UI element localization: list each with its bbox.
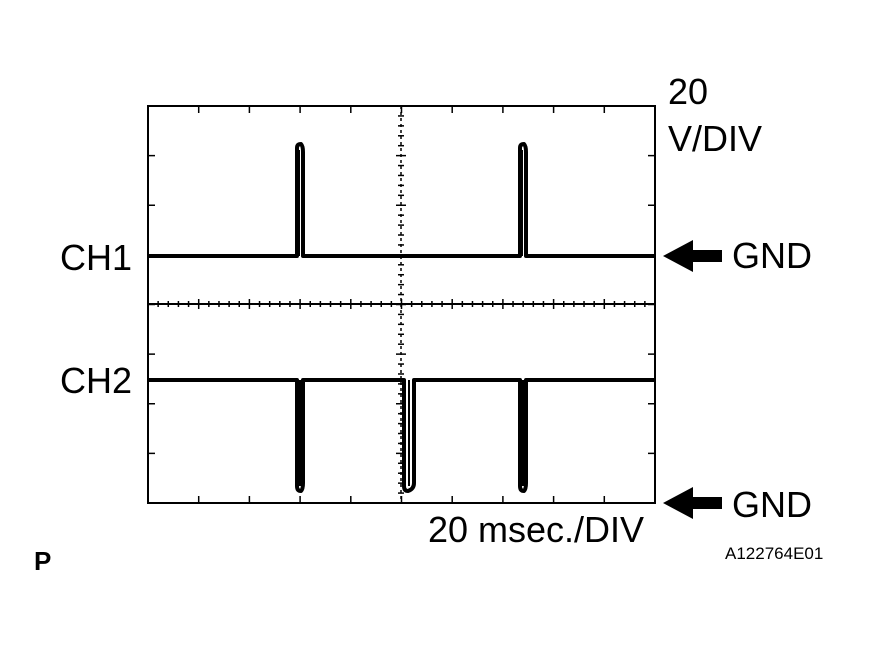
ch1-gnd-arrow-icon: [663, 240, 722, 272]
ch1-gnd-label: GND: [732, 235, 812, 276]
ch1-waveform: [148, 142, 655, 258]
ch2-waveform: [148, 378, 655, 493]
ch2-label: CH2: [60, 360, 133, 401]
time-per-div-label: 20 msec./DIV: [428, 509, 645, 550]
ch1-waveform-inner: [298, 150, 523, 256]
figure-code: A122764E01: [725, 544, 824, 563]
volts-per-div-unit: V/DIV: [668, 118, 763, 159]
ch2-gnd-arrow-icon: [663, 487, 722, 519]
ch2-waveform-inner: [299, 380, 524, 486]
ch2-gnd-label: GND: [732, 484, 812, 525]
corner-letter: P: [34, 546, 52, 576]
volts-per-div-value: 20: [668, 71, 709, 112]
ch1-label: CH1: [60, 237, 133, 278]
